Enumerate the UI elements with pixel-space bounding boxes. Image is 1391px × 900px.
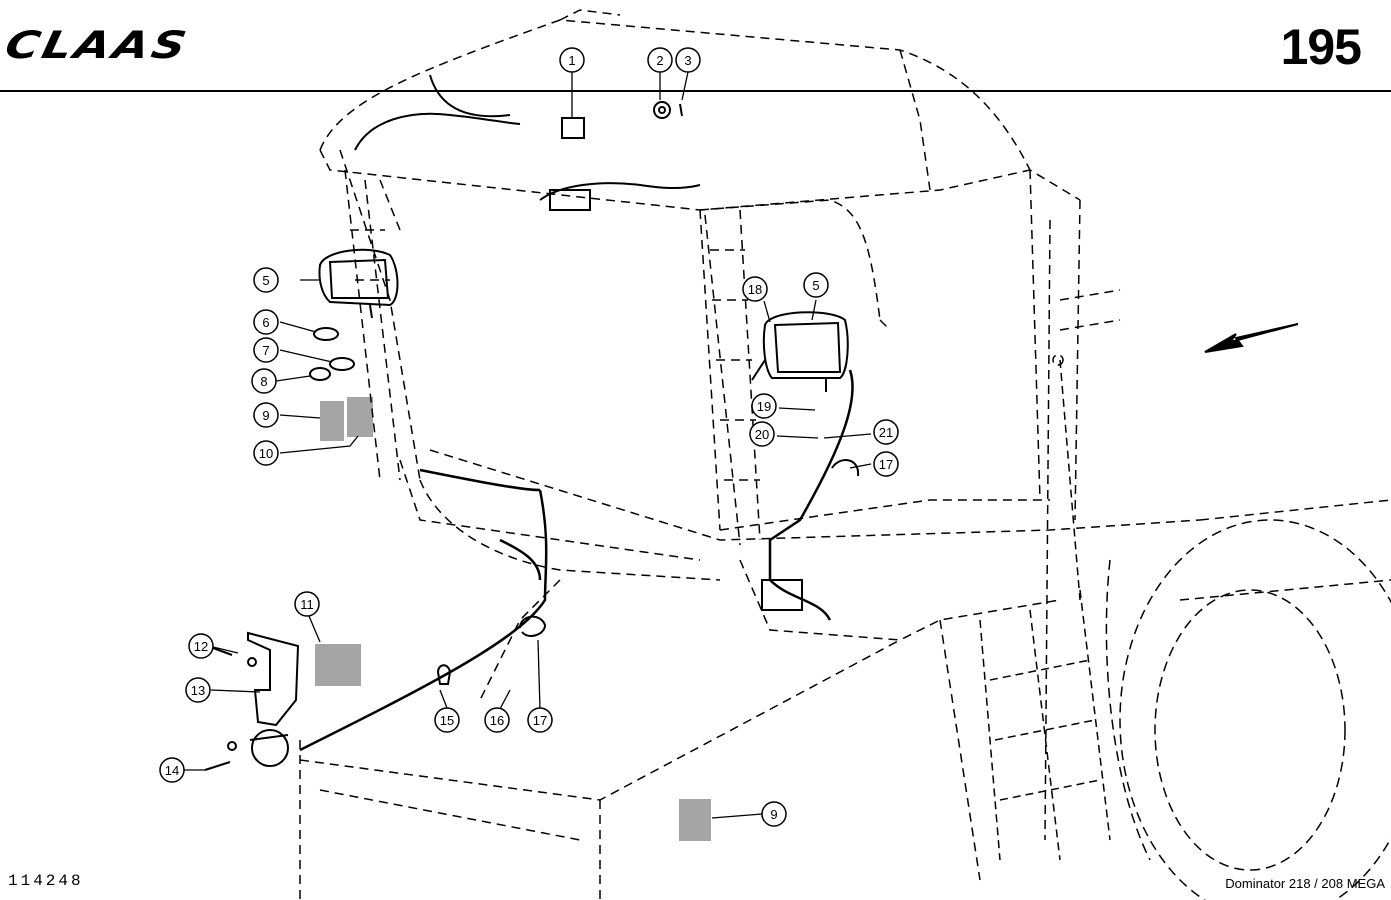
callout-5-left [253,267,279,293]
callout-17-right [873,451,899,477]
left-work-lamp [318,248,399,319]
callout-14 [159,757,185,783]
callout-20 [749,421,775,447]
cab-outline [319,9,1121,841]
callout-markers [159,47,899,827]
cab-frame [344,169,761,546]
callout-13 [185,677,211,703]
callout-19 [751,393,777,419]
callout-label: 15 [440,713,454,728]
roof-harness [354,74,701,211]
cable-clips [436,459,860,685]
machine-body [299,449,1391,900]
leader-lines [183,71,872,819]
model-caption: Dominator 218 / 208 MEGA [1225,876,1385,891]
callout-label: 2 [656,53,663,68]
callout-1 [559,47,585,73]
callout-label: 12 [194,639,208,654]
drawing-number: 114248 [8,872,84,890]
beacon-bracket [204,631,300,771]
callout-9-right [761,801,787,827]
callout-7 [253,337,279,363]
bulbs-and-plates [309,327,711,841]
callout-label: 10 [259,446,273,461]
callout-label: 16 [490,713,504,728]
direction-arrow [1204,323,1299,353]
callout-15 [434,707,460,733]
callout-label: 18 [748,282,762,297]
callout-label: 9 [262,408,269,423]
callout-2 [647,47,673,73]
callout-18 [742,276,768,302]
header-divider [0,90,1391,92]
callout-label: 7 [262,343,269,358]
callout-17-left [527,707,553,733]
callout-label: 17 [879,457,893,472]
callout-label: 9 [770,807,777,822]
callout-label: 1 [568,53,575,68]
callout-label: 13 [191,683,205,698]
callout-label: 11 [300,597,314,612]
callout-label: 8 [260,374,267,389]
callout-label: 17 [533,713,547,728]
callout-label: 14 [165,763,179,778]
callout-label: 6 [262,315,269,330]
callout-5-right [803,272,829,298]
page-number: 195 [1280,19,1362,75]
rear-wheel [1105,519,1391,900]
callout-labels: 1 2 3 5 6 7 8 9 10 17 18 5 19 20 21 11 1… [165,53,893,822]
callout-12 [188,633,214,659]
callout-label: 5 [262,273,269,288]
callout-8 [251,368,277,394]
callout-10 [253,440,279,466]
callout-11 [294,591,320,617]
callout-21 [873,419,899,445]
callout-label: 20 [755,427,769,442]
callout-3 [675,47,701,73]
access-ladder [979,354,1111,861]
callout-9-left [253,402,279,428]
callout-6 [253,309,279,335]
callout-label: 21 [879,425,893,440]
callout-label: 19 [757,399,771,414]
callout-16 [484,707,510,733]
callout-label: 5 [812,278,819,293]
callout-label: 3 [684,53,691,68]
right-work-lamp [751,311,849,392]
